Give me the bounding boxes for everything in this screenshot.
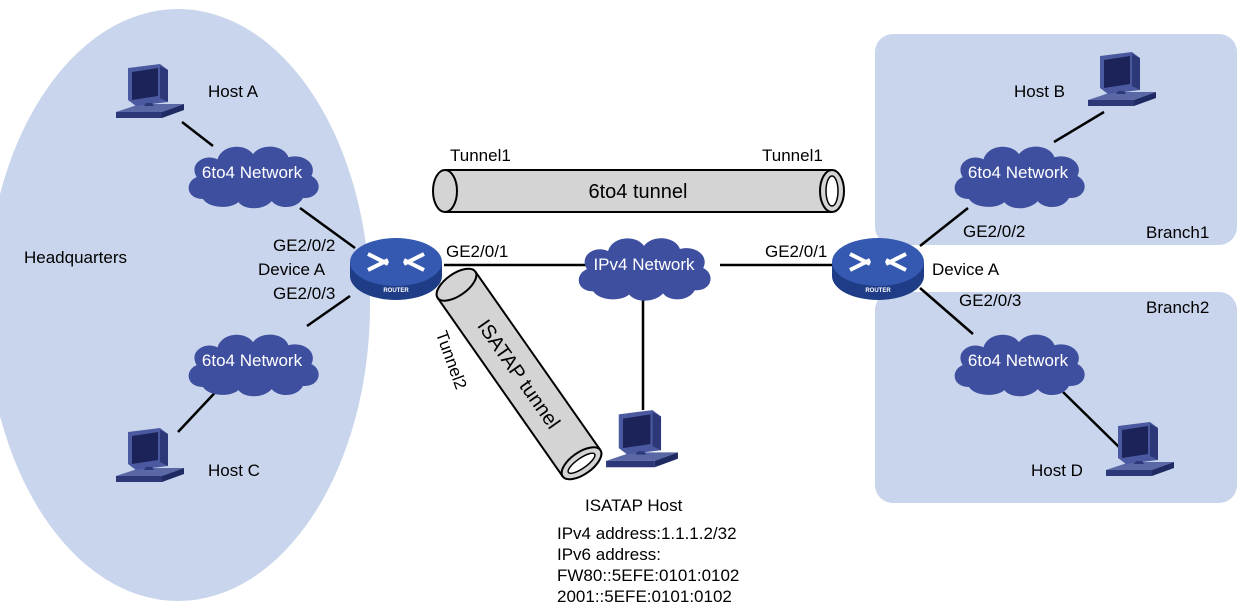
connection-lines (177, 110, 1121, 449)
isatap-tunnel (435, 267, 603, 481)
router-left: ROUTER (350, 238, 442, 300)
headquarters-label: Headquarters (24, 248, 127, 267)
router-right: ROUTER (832, 238, 924, 300)
sixtofour-tunnel (432, 169, 845, 213)
branch2-label: Branch2 (1146, 298, 1209, 317)
host-c-label: Host C (208, 461, 260, 480)
tunnel1-left-label: Tunnel1 (450, 146, 511, 165)
right-device-label: Device A (932, 260, 1000, 279)
host-b-label: Host B (1014, 82, 1065, 101)
cloud-branch2-label: 6to4 Network (968, 351, 1069, 370)
left-ge202-label: GE2/0/2 (273, 236, 335, 255)
router-badge: ROUTER (865, 288, 891, 294)
isatap-ipv4-address: IPv4 address:1.1.1.2/32 (557, 524, 737, 543)
router-arrows-icon (849, 252, 907, 272)
left-device-label: Device A (258, 260, 326, 279)
isatap-ipv6-heading: IPv6 address: (557, 545, 661, 564)
right-ge203-label: GE2/0/3 (959, 291, 1021, 310)
left-ge201-label: GE2/0/1 (446, 242, 508, 261)
cloud-ipv4-label: IPv4 Network (593, 255, 695, 274)
headquarters-region (0, 9, 370, 601)
cloud-branch1-label: 6to4 Network (968, 163, 1069, 182)
isatap-ipv6-global: 2001::5EFE:0101:0102 (557, 587, 732, 606)
isatap-ipv6-link-local: FW80::5EFE:0101:0102 (557, 566, 739, 585)
cloud-hq-bottom-label: 6to4 Network (202, 351, 303, 370)
left-ge203-label: GE2/0/3 (273, 284, 335, 303)
right-ge201-label: GE2/0/1 (765, 242, 827, 261)
router-arrows-icon (367, 252, 425, 272)
router-badge: ROUTER (383, 288, 409, 294)
right-ge202-label: GE2/0/2 (963, 222, 1025, 241)
isatap-host-computer-icon (606, 410, 678, 468)
sixtofour-tunnel-label: 6to4 tunnel (589, 181, 688, 203)
host-a-label: Host A (208, 82, 259, 101)
isatap-host-label: ISATAP Host (585, 496, 683, 515)
host-d-label: Host D (1031, 461, 1083, 480)
cloud-hq-top-label: 6to4 Network (202, 163, 303, 182)
tunnel1-right-label: Tunnel1 (762, 146, 823, 165)
branch1-label: Branch1 (1146, 223, 1209, 242)
